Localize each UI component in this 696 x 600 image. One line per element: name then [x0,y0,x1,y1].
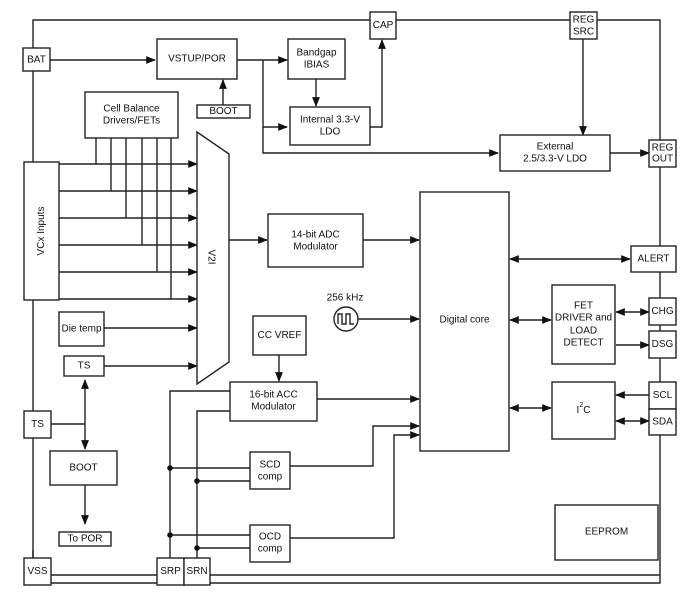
svg-text:External: External [537,142,574,153]
pin-cap: CAP [369,11,397,40]
svg-text:V2I: V2I [205,249,216,264]
junction-dot [167,465,173,471]
pin-chg: CHG [648,297,677,326]
block-clock-256khz: 256 kHz [327,293,364,332]
block-vstup-por: VSTUP/POR [156,38,238,80]
pin-alert: ALERT [630,245,677,273]
svg-text:REG: REG [652,143,674,154]
svg-text:CC VREF: CC VREF [258,330,302,341]
svg-text:ALERT: ALERT [637,254,669,265]
svg-text:SCL: SCL [653,390,673,401]
svg-text:SRN: SRN [186,566,207,577]
block-cc-vref: CC VREF [252,315,307,356]
svg-text:IBIAS: IBIAS [304,60,330,71]
block-internal-ldo: Internal 3.3-V LDO [289,106,371,146]
svg-text:LDO: LDO [320,127,341,138]
block-v2i-mux: V2I [196,130,230,386]
block-fet-driver: FET DRIVER and LOAD DETECT [551,284,616,365]
svg-text:16-bit ACC: 16-bit ACC [249,390,297,401]
block-to-por: To POR [58,531,112,547]
svg-text:TS: TS [31,419,44,430]
pin-scl: SCL [648,381,677,410]
svg-text:VSTUP/POR: VSTUP/POR [168,54,226,65]
pin-bat: BAT [22,47,51,72]
junction-dot [167,532,173,538]
square-wave-icon [337,313,354,325]
wire-vstup-intldo [262,60,288,131]
wire-ocd-core [290,431,420,539]
block-vcx-inputs: VCx Inputs [23,161,60,301]
svg-text:EEPROM: EEPROM [585,527,628,538]
block-external-ldo: External 2.5/3.3-V LDO [499,134,611,172]
pin-srn: SRN [183,557,211,586]
svg-text:I2C: I2C [577,402,591,416]
svg-text:CAP: CAP [373,20,394,31]
svg-text:2.5/3.3-V LDO: 2.5/3.3-V LDO [523,154,587,165]
block-i2c: I2C [551,381,616,440]
svg-text:DETECT: DETECT [564,338,604,349]
svg-text:OCD: OCD [259,532,281,543]
block-cell-balance: Cell Balance Drivers/FETs [84,91,179,139]
svg-text:comp: comp [258,472,283,483]
pin-dsg: DSG [648,330,677,359]
svg-text:To POR: To POR [67,534,102,545]
block-eeprom: EEPROM [554,504,659,561]
svg-text:VSS: VSS [27,566,47,577]
svg-text:CHG: CHG [651,306,673,317]
svg-text:Modulator: Modulator [251,402,296,413]
svg-text:OUT: OUT [652,154,673,165]
wire-srp [169,390,230,563]
block-digital-core: Digital core [419,191,510,452]
svg-text:BAT: BAT [27,55,46,66]
block-boot-large: BOOT [49,450,118,486]
svg-text:comp: comp [258,544,283,555]
svg-text:BOOT: BOOT [69,463,97,474]
svg-text:DRIVER and: DRIVER and [555,313,612,324]
svg-text:Cell Balance: Cell Balance [103,104,160,115]
pin-srp: SRP [156,557,185,586]
svg-text:Drivers/FETs: Drivers/FETs [103,116,160,127]
wire-vstup-extldo [262,127,499,157]
vcx-lines [59,138,198,370]
svg-text:SRC: SRC [573,27,594,38]
wire-srn [196,410,230,563]
block-ts-inner: TS [63,355,105,377]
svg-text:SRP: SRP [160,566,181,577]
svg-text:VCx Inputs: VCx Inputs [36,207,47,256]
svg-text:Modulator: Modulator [293,242,338,253]
svg-text:256 kHz: 256 kHz [327,293,364,304]
block-acc-modulator: 16-bit ACC Modulator [229,381,318,422]
junction-dot [194,545,200,551]
svg-text:FET: FET [574,301,593,312]
junction-dot [194,478,200,484]
block-bandgap: Bandgap IBIAS [287,38,346,80]
svg-text:SDA: SDA [652,417,673,428]
svg-text:TS: TS [78,361,91,372]
block-die-temp: Die temp [58,311,105,347]
pin-reg-out: REG OUT [648,139,677,168]
pin-vss: VSS [23,557,52,586]
svg-text:Internal 3.3-V: Internal 3.3-V [300,115,360,126]
svg-text:DSG: DSG [652,339,674,350]
block-adc-modulator: 14-bit ADC Modulator [267,213,364,268]
svg-text:Bandgap: Bandgap [296,48,336,59]
svg-text:Digital core: Digital core [439,315,489,326]
block-ocd-comp: OCD comp [249,524,291,563]
svg-text:14-bit ADC: 14-bit ADC [291,230,339,241]
block-scd-comp: SCD comp [249,451,291,490]
pin-sda: SDA [648,408,677,436]
wire-intldo-cap [370,39,386,128]
pin-reg-src: REG SRC [569,11,598,40]
wire-scd-core [290,422,420,467]
svg-text:SCD: SCD [259,460,280,471]
svg-text:LOAD: LOAD [570,326,597,337]
block-boot-small: BOOT [196,104,251,119]
svg-text:Die temp: Die temp [61,324,101,335]
svg-text:REG: REG [573,15,595,26]
svg-text:BOOT: BOOT [209,106,237,117]
pin-ts: TS [23,410,52,439]
